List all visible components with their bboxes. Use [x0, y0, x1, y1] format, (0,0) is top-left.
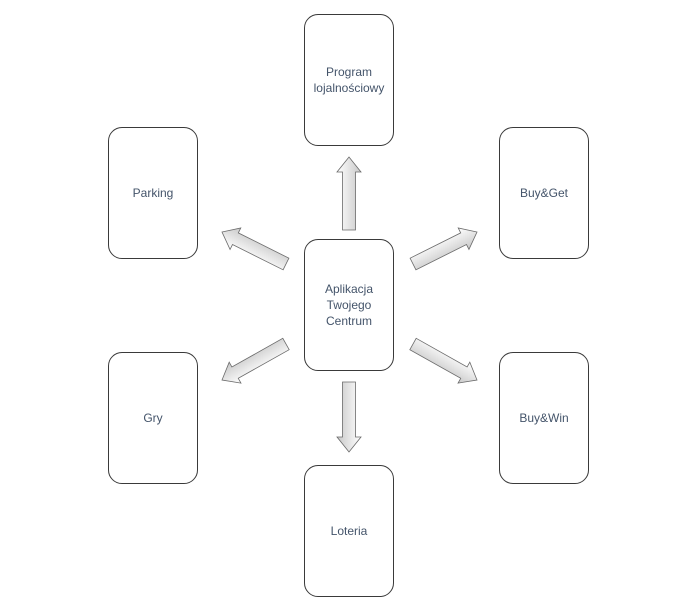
arrow-to-program — [336, 156, 362, 231]
center-node: Aplikacja Twojego Centrum — [304, 239, 394, 371]
arrow-to-parking — [221, 227, 290, 271]
arrow-to-buy-get — [409, 227, 478, 271]
node-gry: Gry — [108, 352, 198, 484]
node-parking: Parking — [108, 127, 198, 259]
arrow-to-gry — [221, 337, 290, 384]
arrow-to-buy-win — [409, 337, 478, 384]
node-buy-win: Buy&Win — [499, 352, 589, 484]
node-program-lojalnosciowy: Program lojalnościowy — [304, 14, 394, 146]
node-loteria: Loteria — [304, 465, 394, 597]
arrow-to-loteria — [336, 381, 362, 453]
node-buy-get: Buy&Get — [499, 127, 589, 259]
